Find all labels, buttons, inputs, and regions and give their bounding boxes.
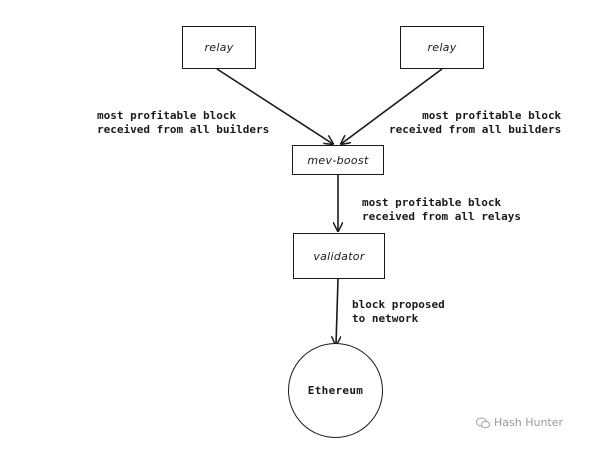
mev-boost-node: mev-boost [292, 145, 384, 175]
validator-label: validator [313, 249, 365, 263]
mev-boost-label: mev-boost [307, 153, 369, 167]
watermark-text: Hash Hunter [494, 416, 564, 429]
watermark: Hash Hunter [476, 416, 563, 429]
validator-node: validator [293, 233, 385, 279]
edge-label-right: most profitable block received from all … [389, 109, 562, 136]
ethereum-label: Ethereum [307, 384, 364, 397]
edge-label-bottom: block proposed to network [352, 298, 445, 325]
relay-right-node: relay [400, 26, 484, 69]
relay-left-node: relay [182, 26, 256, 69]
edge-label-middle: most profitable block received from all … [362, 196, 521, 223]
edge-label-left: most profitable block received from all … [97, 109, 270, 136]
relay-right-label: relay [427, 41, 457, 54]
ethereum-node: Ethereum [288, 343, 383, 438]
wechat-icon [476, 417, 490, 428]
relay-left-label: relay [204, 41, 234, 54]
